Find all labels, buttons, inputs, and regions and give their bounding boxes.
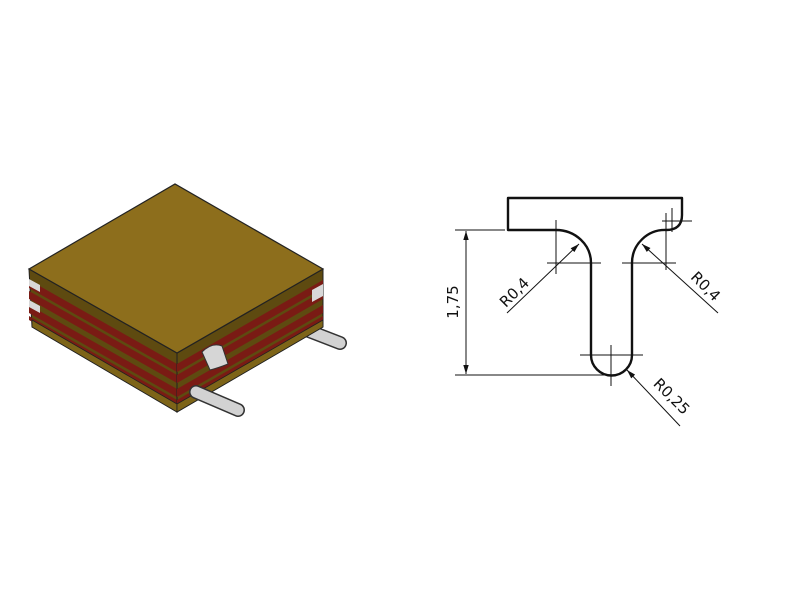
center-mark-right (622, 208, 692, 270)
center-mark-bottom (580, 345, 643, 386)
terminal-clip (201, 344, 229, 371)
dimension-height-label: 1,75 (444, 285, 462, 318)
radius-bottom-label: R0,25 (650, 375, 694, 419)
radius-callout-right: R0,4 (641, 243, 724, 314)
stack-left-face (28, 268, 178, 413)
profile-drawing: 1,75 R0,4 R0,4 R0,25 (444, 196, 724, 427)
dimension-height: 1,75 (444, 229, 610, 376)
radius-callout-left: R0,4 (496, 243, 580, 314)
radius-right-label: R0,4 (687, 268, 724, 305)
component-3d-view (27, 183, 347, 417)
center-mark-left (547, 220, 601, 274)
terminal-tab-front (189, 385, 245, 417)
top-plate (27, 183, 325, 354)
radius-callout-bottom: R0,25 (626, 369, 694, 427)
t-profile-outline (506, 196, 684, 377)
